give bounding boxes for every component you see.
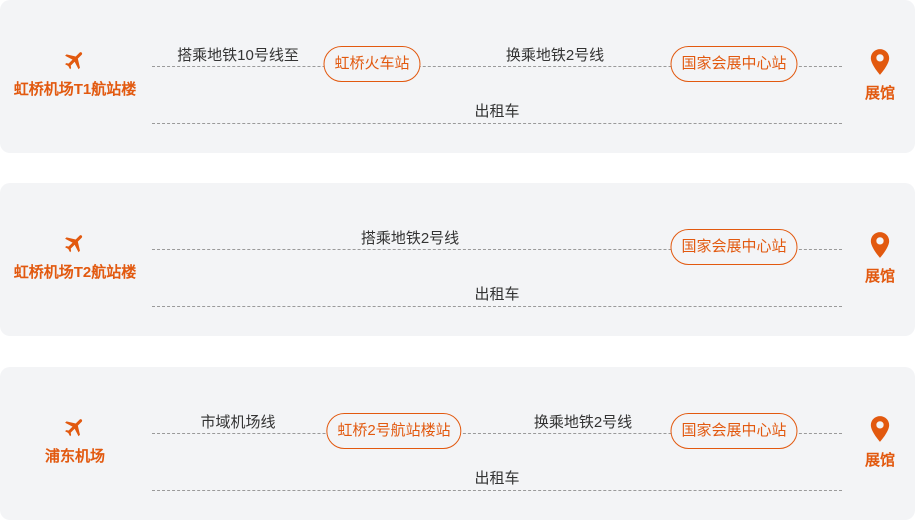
taxi-label: 出租车 bbox=[474, 286, 520, 303]
taxi-label: 出租车 bbox=[474, 470, 520, 487]
taxi-label: 出租车 bbox=[474, 103, 520, 120]
destination: 展馆 bbox=[852, 231, 908, 286]
plane-icon bbox=[65, 419, 83, 437]
location-pin-icon bbox=[870, 416, 890, 442]
taxi-route-line bbox=[152, 123, 842, 124]
destination: 展馆 bbox=[852, 48, 908, 103]
route-card-pudong: 浦东机场 市域机场线 换乘地铁2号线 虹桥2号航站楼站 国家会展中心站 出租车 … bbox=[0, 367, 915, 520]
station-pill: 国家会展中心站 bbox=[670, 413, 798, 449]
transit-step-label: 搭乘地铁2号线 bbox=[360, 230, 460, 247]
transit-step-label: 搭乘地铁10号线至 bbox=[177, 47, 299, 64]
destination-name: 展馆 bbox=[864, 85, 895, 102]
station-pill: 虹桥2号航站楼站 bbox=[326, 413, 462, 449]
taxi-route-line bbox=[152, 306, 842, 307]
transit-step-label: 市域机场线 bbox=[200, 414, 276, 431]
origin: 浦东机场 bbox=[0, 415, 150, 466]
location-pin-icon bbox=[870, 49, 890, 75]
metro-route-line bbox=[152, 249, 842, 250]
taxi-route-line bbox=[152, 490, 842, 491]
origin: 虹桥机场T1航站楼 bbox=[0, 48, 150, 99]
station-pill: 国家会展中心站 bbox=[670, 46, 798, 82]
transit-step-label: 换乘地铁2号线 bbox=[533, 414, 633, 431]
metro-route-line bbox=[152, 433, 842, 434]
transit-step-label: 换乘地铁2号线 bbox=[505, 47, 605, 64]
plane-icon bbox=[65, 235, 83, 253]
origin-name: 虹桥机场T1航站楼 bbox=[13, 81, 137, 98]
destination: 展馆 bbox=[852, 415, 908, 470]
destination-name: 展馆 bbox=[864, 268, 895, 285]
plane-icon bbox=[65, 52, 83, 70]
origin-name: 虹桥机场T2航站楼 bbox=[13, 264, 137, 281]
route-card-hongqiao-t1: 虹桥机场T1航站楼 搭乘地铁10号线至 换乘地铁2号线 虹桥火车站 国家会展中心… bbox=[0, 0, 915, 153]
location-pin-icon bbox=[870, 232, 890, 258]
origin-name: 浦东机场 bbox=[44, 448, 105, 465]
destination-name: 展馆 bbox=[864, 452, 895, 469]
station-pill: 虹桥火车站 bbox=[323, 46, 421, 82]
metro-route-line bbox=[152, 66, 842, 67]
station-pill: 国家会展中心站 bbox=[670, 229, 798, 265]
origin: 虹桥机场T2航站楼 bbox=[0, 231, 150, 282]
route-card-hongqiao-t2: 虹桥机场T2航站楼 搭乘地铁2号线 国家会展中心站 出租车 展馆 bbox=[0, 183, 915, 336]
